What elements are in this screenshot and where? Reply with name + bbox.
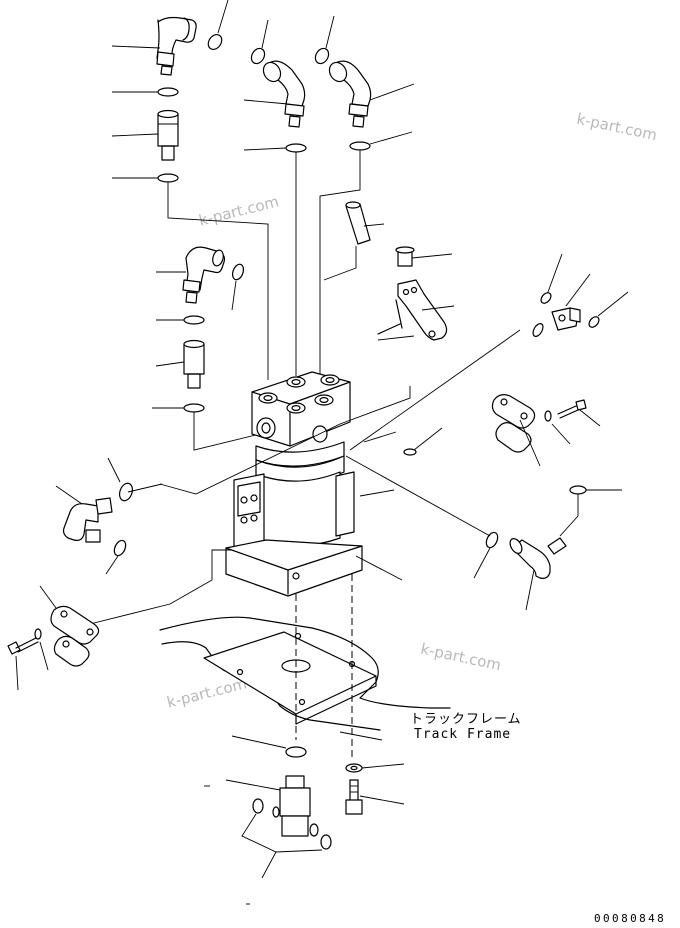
o-ring-icon	[588, 316, 600, 328]
o-ring-icon	[569, 485, 587, 495]
o-ring-icon	[157, 173, 179, 183]
elbow-fitting-left	[182, 246, 226, 304]
elbow-fitting-top-left	[111, 16, 197, 76]
split-flange-right	[491, 394, 536, 453]
o-ring-icon	[532, 323, 544, 337]
o-ring-icon	[485, 531, 499, 549]
o-ring-icon	[540, 292, 552, 304]
pin	[345, 201, 371, 245]
o-ring-icon	[250, 47, 266, 65]
o-ring-icon	[157, 87, 179, 97]
washer-icon	[34, 628, 42, 640]
washer-icon	[403, 448, 417, 456]
o-ring-icon	[285, 746, 307, 758]
elbow-fitting-right	[509, 537, 567, 579]
tee-fitting-right	[551, 307, 581, 331]
figure-number: 00080848	[594, 912, 667, 925]
swivel-joint-body	[225, 371, 363, 597]
bolt-right	[557, 399, 587, 419]
o-ring-icon	[118, 482, 134, 502]
elbow-fitting-top-center	[262, 60, 306, 128]
track-frame	[159, 616, 451, 731]
o-ring-icon	[183, 403, 205, 413]
o-ring-icon	[252, 798, 264, 814]
adapter-fitting	[157, 109, 179, 161]
o-ring-icon	[207, 33, 223, 51]
bolt-left	[7, 637, 39, 655]
o-ring-icon	[314, 47, 330, 65]
o-ring-icon	[320, 834, 332, 850]
elbow-fitting-lower-left	[62, 497, 113, 543]
track-frame-label-jp: トラックフレーム	[410, 712, 522, 727]
track-frame-label-en: Track Frame	[414, 727, 512, 742]
o-ring-icon	[285, 143, 307, 153]
bolt-bottom	[345, 779, 363, 815]
washer-icon	[345, 763, 363, 773]
pin-short	[395, 246, 415, 267]
adapter-fitting-mid	[183, 339, 205, 389]
bracket-plate	[377, 279, 448, 341]
valve-block-bottom	[272, 775, 319, 837]
o-ring-icon	[349, 141, 371, 151]
o-ring-icon	[183, 315, 205, 325]
o-ring-icon	[231, 263, 245, 281]
elbow-fitting-top-right	[328, 60, 372, 128]
split-flange-left	[50, 605, 100, 667]
washer-icon	[544, 410, 552, 422]
o-ring-icon	[113, 539, 127, 557]
